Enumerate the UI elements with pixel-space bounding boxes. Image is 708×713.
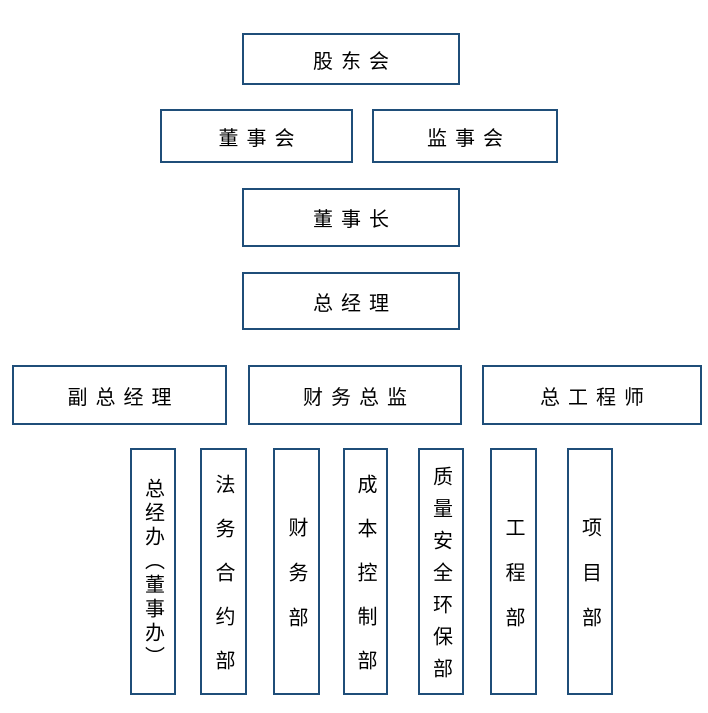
org-node-label: 总工程师	[540, 386, 652, 409]
org-node-label: 成本控制部	[354, 473, 376, 694]
org-node-label: 董事会	[218, 127, 303, 150]
org-node-cost-control-dept: 成本控制部	[343, 448, 388, 695]
org-node-label: 工程部	[502, 516, 524, 652]
org-node-finance-director: 财务总监	[248, 365, 462, 425]
org-node-deputy-general-manager: 副总经理	[12, 365, 227, 425]
org-node-label: 法务合约部	[212, 473, 234, 694]
org-node-general-manager: 总经理	[242, 272, 460, 330]
org-node-label: 财务部	[285, 516, 307, 652]
org-node-finance-dept: 财务部	[273, 448, 320, 695]
org-node-legal-contracts-dept: 法务合约部	[200, 448, 247, 695]
org-node-label: 副总经理	[67, 386, 180, 409]
org-node-label: 监事会	[427, 127, 511, 150]
org-node-label: 总经办（董事办）	[141, 477, 164, 670]
org-node-label: 质量安全环保部	[429, 465, 452, 690]
org-node-quality-safety-environment-dept: 质量安全环保部	[418, 448, 464, 695]
org-node-engineering-dept: 工程部	[490, 448, 537, 695]
org-node-supervisory-board: 监事会	[372, 109, 558, 163]
org-node-project-dept: 项目部	[567, 448, 613, 695]
org-node-label: 总经理	[313, 292, 397, 315]
org-node-label: 股东会	[313, 50, 397, 73]
org-node-gm-office: 总经办（董事办）	[130, 448, 176, 695]
org-node-chairman: 董事长	[242, 188, 460, 247]
org-node-label: 董事长	[313, 209, 397, 231]
org-node-chief-engineer: 总工程师	[482, 365, 702, 425]
org-node-label: 财务总监	[303, 386, 415, 409]
org-node-label: 项目部	[578, 516, 601, 652]
org-node-shareholders: 股东会	[242, 33, 460, 85]
org-node-board-of-directors: 董事会	[160, 109, 353, 163]
